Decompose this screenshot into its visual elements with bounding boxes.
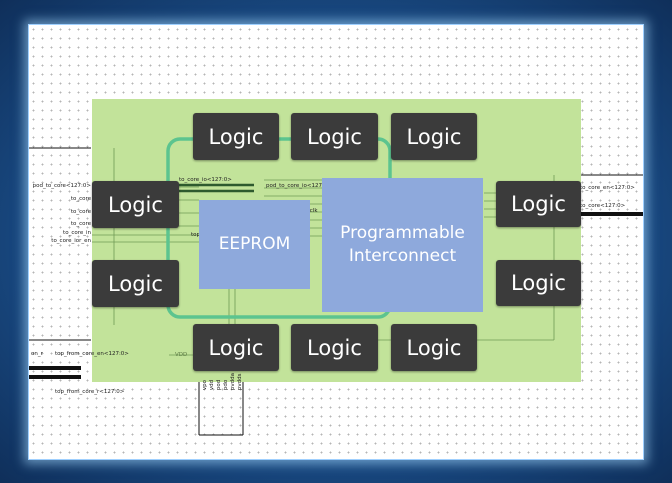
programmable-interconnect-block[interactable]: Programmable Interconnect (322, 178, 483, 312)
schematic-canvas: pod_to_core<127:0> to_core to_core to_co… (28, 24, 644, 460)
pin-label: top_from_core_r<127:0> (55, 389, 125, 395)
bus-label: pod_to_core_io<127:0> (266, 183, 332, 189)
logic-block-right-2[interactable]: Logic (496, 260, 581, 306)
eeprom-block[interactable]: EEPROM (199, 200, 310, 289)
pin-label: to_core<127:0> (580, 203, 626, 209)
pin-label: to_core_en<127:0> (580, 185, 635, 191)
logic-block-left-2[interactable]: Logic (92, 260, 179, 307)
pin-label: top_from_core_en<127:0> (55, 351, 129, 357)
logic-block-top-2[interactable]: Logic (291, 113, 378, 160)
pin-label: vpo (202, 379, 208, 391)
pin-label: to_core_ior_en (51, 238, 91, 244)
bottom-pin-group: vpo vdd pod pdo pvdda pvdds (202, 373, 243, 390)
logic-block-bottom-1[interactable]: Logic (193, 324, 279, 371)
pin-label: to_core_in (63, 230, 91, 236)
pin-label: to_core (70, 196, 91, 202)
pin-label: on_r (31, 351, 43, 357)
logic-block-top-1[interactable]: Logic (193, 113, 279, 160)
logic-block-bottom-2[interactable]: Logic (291, 324, 378, 371)
bus-label: top (191, 232, 201, 238)
pin-label: pdo (223, 379, 229, 391)
vdd-label: VDD (175, 352, 188, 358)
logic-block-left-1[interactable]: Logic (92, 181, 179, 228)
pin-label: to_core (70, 209, 91, 215)
pin-label: pvdds (237, 373, 243, 391)
pin-label: pvdda (230, 373, 236, 391)
logic-block-bottom-3[interactable]: Logic (391, 324, 477, 371)
pin-label: pod (216, 379, 222, 391)
pin-label: to_core (70, 221, 91, 227)
pin-label: pod_to_core<127:0> (32, 183, 91, 189)
bus-label: to_core_io<127:0> (179, 177, 232, 183)
logic-block-right-1[interactable]: Logic (496, 181, 581, 227)
pin-label: vdd (209, 379, 215, 391)
logic-block-top-3[interactable]: Logic (391, 113, 477, 160)
